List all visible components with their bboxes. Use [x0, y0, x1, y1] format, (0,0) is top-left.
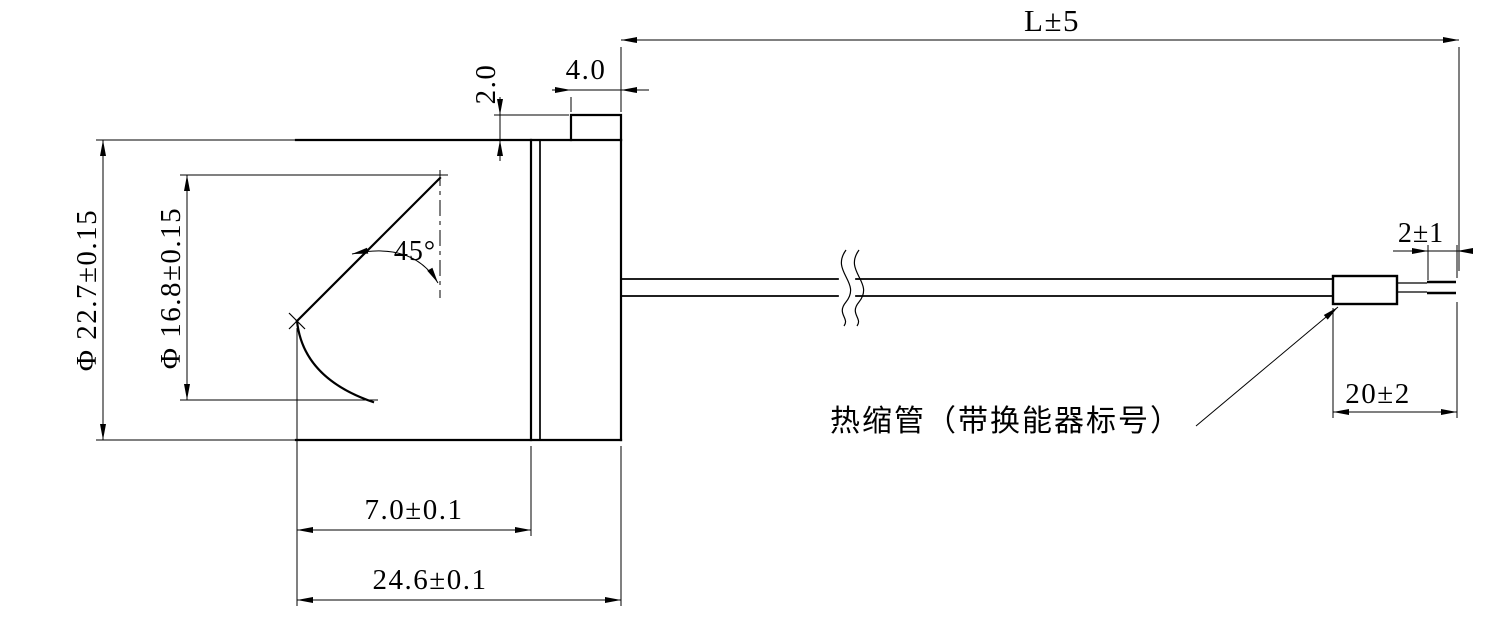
dim-head-length: 24.6±0.1	[297, 446, 622, 606]
dim-boss-width: 4.0	[552, 54, 649, 112]
dim-wire-tip-label: 2±1	[1398, 218, 1444, 249]
heat-shrink-tube	[1331, 274, 1399, 306]
dim-strip-length: 20±2	[1332, 302, 1458, 418]
dim-wire-tip: 2±1	[1393, 218, 1473, 280]
dim-head-length-label: 24.6±0.1	[373, 564, 488, 596]
dim-outer-diameter-label: Φ 22.7±0.15	[71, 209, 103, 371]
dim-boss-width-label: 4.0	[566, 54, 607, 86]
heat-shrink-annotation: 热缩管（带换能器标号）	[830, 306, 1339, 438]
dim-cone-depth-label: 7.0±0.1	[365, 494, 464, 526]
dim-cone-depth: 7.0±0.1	[296, 328, 532, 606]
cable-break-symbol	[840, 249, 865, 327]
cable	[620, 249, 1456, 327]
dim-boss-height: 2.0	[470, 64, 569, 161]
dim-outer-diameter: Φ 22.7±0.15	[71, 140, 106, 440]
dim-boss-height-label: 2.0	[470, 64, 502, 105]
dim-strip-length-label: 20±2	[1345, 378, 1410, 410]
leader-line	[1195, 306, 1339, 427]
dim-inner-diameter: Φ 16.8±0.15	[155, 174, 448, 401]
heat-shrink-label: 热缩管（带换能器标号）	[830, 405, 1182, 438]
dim-cable-length-label: L±5	[1024, 3, 1080, 38]
dim-cable-length: L±5	[620, 3, 1460, 271]
dim-inner-diameter-label: Φ 16.8±0.15	[155, 207, 187, 369]
dim-cone-angle-label: 45°	[394, 236, 436, 267]
top-boss	[569, 113, 623, 142]
dim-cone-angle: 45°	[351, 236, 439, 284]
cone-elliptical-edge	[295, 319, 375, 404]
cone-apex-mark	[288, 312, 306, 330]
wire-ends	[1397, 280, 1456, 295]
